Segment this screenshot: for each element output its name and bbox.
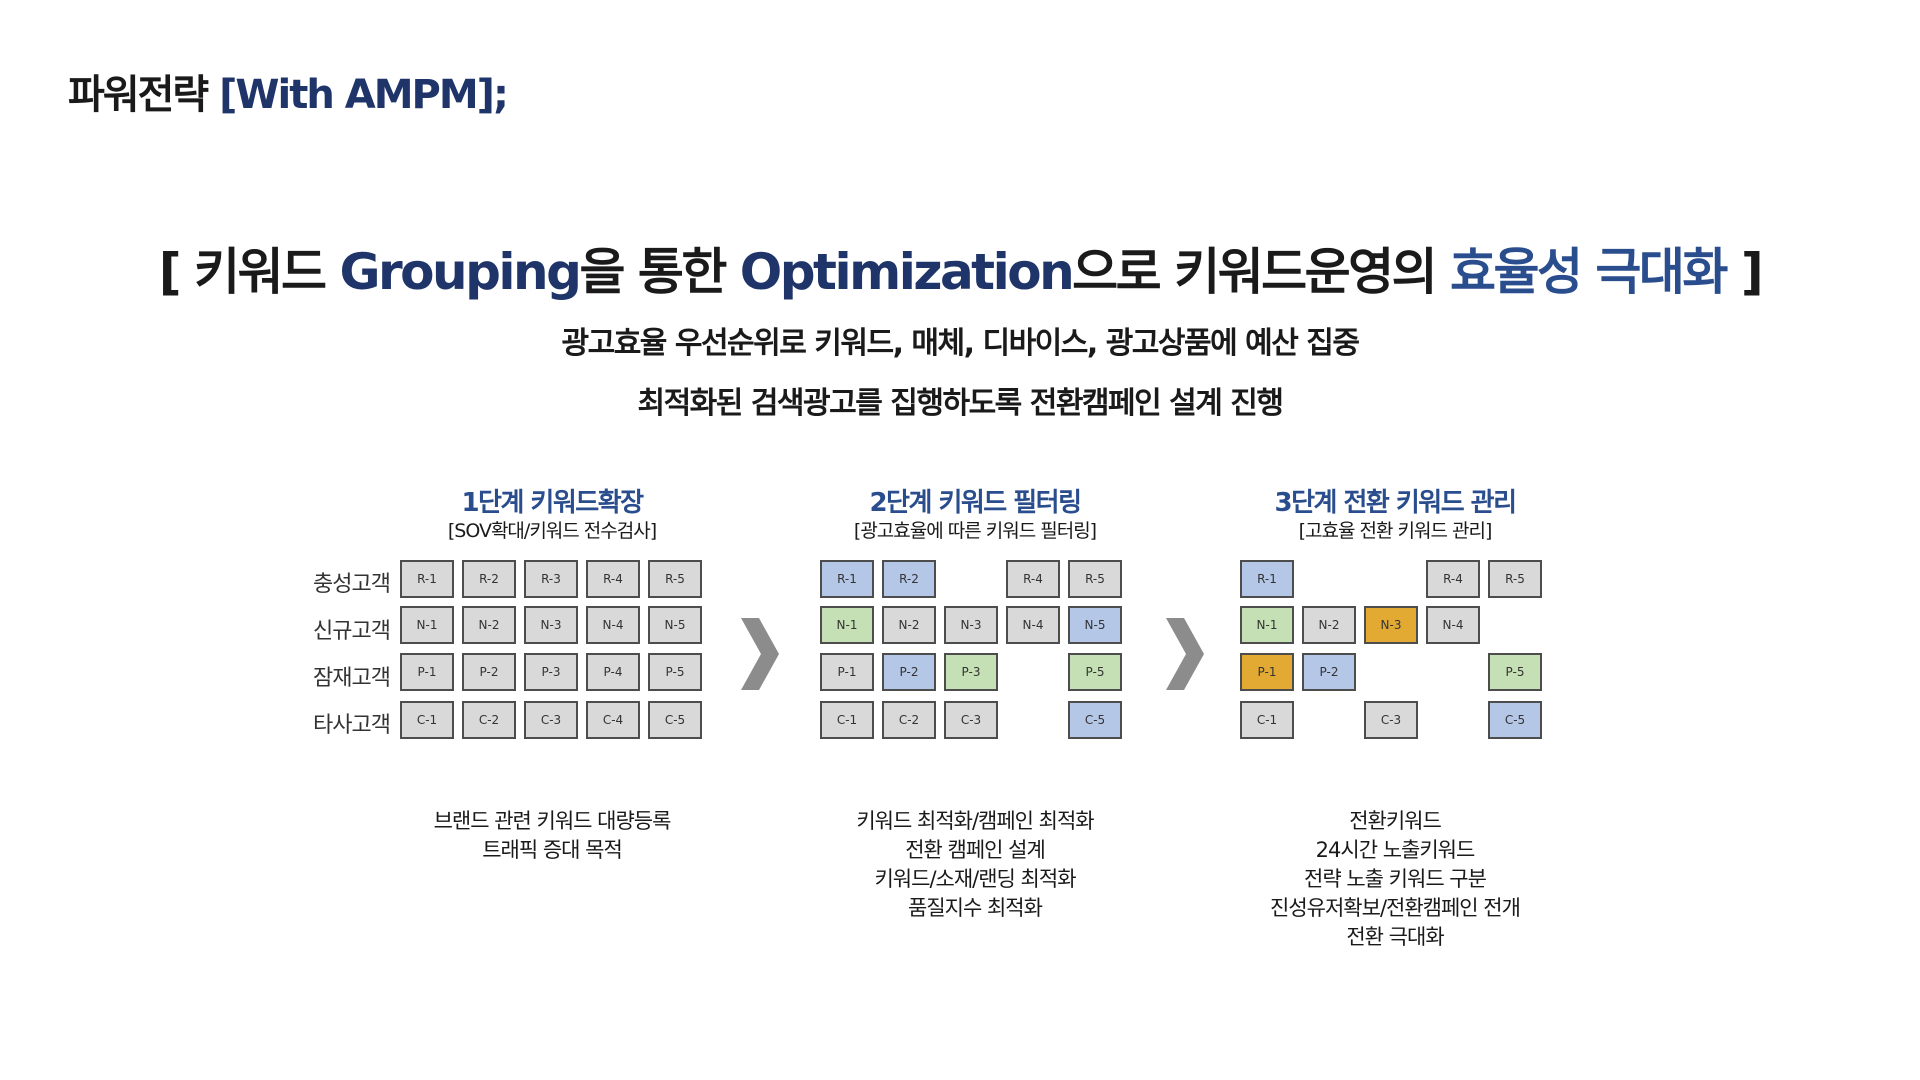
stage-1-subtitle: [SOV확대/키워드 전수검사] [447, 520, 657, 542]
keyword-cell-r-5: R-5 [1488, 560, 1542, 598]
keyword-cell-p-4: P-4 [586, 653, 640, 691]
description-line: 전환 캠페인 설계 [905, 838, 1046, 862]
keyword-cell-n-5: N-5 [1068, 606, 1122, 644]
keyword-cell-n-2: N-2 [882, 606, 936, 644]
row-label-potential: 잠재고객 [313, 666, 391, 691]
keyword-cell-c-1: C-1 [820, 701, 874, 739]
keyword-cell-c-1: C-1 [1240, 701, 1294, 739]
chevron-right-icon [741, 618, 779, 690]
headline-keyword-efficiency: 효율성 극대화 [1450, 243, 1728, 301]
stage-3-subtitle: [고효율 전환 키워드 관리] [1298, 520, 1493, 542]
keyword-cell-r-4: R-4 [586, 560, 640, 598]
keyword-cell-n-3: N-3 [1364, 606, 1418, 644]
keyword-cell-n-1: N-1 [1240, 606, 1294, 644]
headline-keyword-grouping: Grouping [339, 243, 581, 301]
description-line: 트래픽 증대 목적 [482, 838, 623, 862]
headline-part: 을 통한 [579, 243, 740, 301]
keyword-cell-p-3: P-3 [524, 653, 578, 691]
keyword-cell-p-1: P-1 [1240, 653, 1294, 691]
description-line: 전략 노출 키워드 구분 [1304, 867, 1487, 891]
keyword-cell-p-2: P-2 [1302, 653, 1356, 691]
subheadline-2: 최적화된 검색광고를 집행하도록 전환캠페인 설계 진행 [637, 386, 1284, 421]
keyword-cell-c-3: C-3 [944, 701, 998, 739]
keyword-cell-n-4: N-4 [586, 606, 640, 644]
keyword-cell-p-2: P-2 [882, 653, 936, 691]
subheadline-1: 광고효율 우선순위로 키워드, 매체, 디바이스, 광고상품에 예산 집중 [561, 326, 1361, 361]
keyword-cell-c-5: C-5 [1068, 701, 1122, 739]
keyword-cell-r-5: R-5 [1068, 560, 1122, 598]
stage-3-description: 전환키워드 24시간 노출키워드 전략 노출 키워드 구분 진성유저확보/전환캠… [1205, 807, 1585, 952]
headline-part: ] [1725, 243, 1764, 301]
chevron-right-icon [1166, 618, 1204, 690]
description-line: 진성유저확보/전환캠페인 전개 [1270, 896, 1521, 920]
keyword-cell-n-2: N-2 [1302, 606, 1356, 644]
keyword-cell-r-2: R-2 [462, 560, 516, 598]
description-line: 브랜드 관련 키워드 대량등록 [433, 809, 672, 833]
keyword-cell-r-4: R-4 [1006, 560, 1060, 598]
keyword-cell-c-3: C-3 [1364, 701, 1418, 739]
page-header-accent: [With AMPM]; [219, 72, 509, 118]
stage-2-subtitle: [광고효율에 따른 키워드 필터링] [853, 520, 1097, 542]
keyword-cell-n-3: N-3 [944, 606, 998, 644]
keyword-cell-p-5: P-5 [1068, 653, 1122, 691]
description-line: 24시간 노출키워드 [1315, 838, 1476, 862]
keyword-cell-n-1: N-1 [820, 606, 874, 644]
row-label-competitor: 타사고객 [313, 713, 391, 738]
description-line: 키워드/소재/랜딩 최적화 [874, 867, 1076, 891]
keyword-cell-p-1: P-1 [400, 653, 454, 691]
stage-2-title: 2단계 키워드 필터링 [869, 488, 1082, 518]
description-line: 키워드 최적화/캠페인 최적화 [856, 809, 1094, 833]
keyword-cell-r-2: R-2 [882, 560, 936, 598]
keyword-cell-c-1: C-1 [400, 701, 454, 739]
keyword-cell-p-1: P-1 [820, 653, 874, 691]
keyword-cell-p-5: P-5 [1488, 653, 1542, 691]
keyword-cell-c-3: C-3 [524, 701, 578, 739]
row-label-loyal: 충성고객 [313, 572, 391, 597]
description-line: 전환키워드 [1349, 809, 1442, 833]
keyword-cell-p-5: P-5 [648, 653, 702, 691]
headline: [ 키워드 Grouping을 통한 Optimization으로 키워드운영의… [0, 232, 1920, 304]
page-header: 파워전략 [With AMPM]; [68, 62, 509, 120]
keyword-cell-n-3: N-3 [524, 606, 578, 644]
page-header-main: 파워전략 [68, 72, 220, 118]
keyword-cell-c-2: C-2 [462, 701, 516, 739]
stage-3-title: 3단계 전환 키워드 관리 [1274, 488, 1517, 518]
keyword-cell-p-2: P-2 [462, 653, 516, 691]
keyword-cell-r-1: R-1 [1240, 560, 1294, 598]
headline-keyword-optimization: Optimization [739, 243, 1075, 301]
keyword-cell-r-1: R-1 [820, 560, 874, 598]
stage-2-description: 키워드 최적화/캠페인 최적화 전환 캠페인 설계 키워드/소재/랜딩 최적화 … [785, 807, 1165, 923]
headline-part: 으로 키워드운영의 [1072, 243, 1450, 301]
row-label-new: 신규고객 [313, 619, 391, 644]
keyword-cell-p-3: P-3 [944, 653, 998, 691]
headline-part: [ 키워드 [158, 243, 340, 301]
keyword-cell-r-5: R-5 [648, 560, 702, 598]
keyword-cell-r-1: R-1 [400, 560, 454, 598]
keyword-cell-c-4: C-4 [586, 701, 640, 739]
stage-1-title: 1단계 키워드확장 [461, 488, 644, 518]
keyword-cell-r-4: R-4 [1426, 560, 1480, 598]
keyword-cell-c-5: C-5 [1488, 701, 1542, 739]
keyword-cell-c-2: C-2 [882, 701, 936, 739]
keyword-cell-n-2: N-2 [462, 606, 516, 644]
keyword-cell-n-4: N-4 [1426, 606, 1480, 644]
description-line: 전환 극대화 [1346, 925, 1444, 949]
keyword-cell-n-5: N-5 [648, 606, 702, 644]
keyword-cell-n-1: N-1 [400, 606, 454, 644]
description-line: 품질지수 최적화 [908, 896, 1043, 920]
stage-1-description: 브랜드 관련 키워드 대량등록 트래픽 증대 목적 [362, 807, 742, 865]
keyword-cell-n-4: N-4 [1006, 606, 1060, 644]
keyword-cell-c-5: C-5 [648, 701, 702, 739]
keyword-cell-r-3: R-3 [524, 560, 578, 598]
